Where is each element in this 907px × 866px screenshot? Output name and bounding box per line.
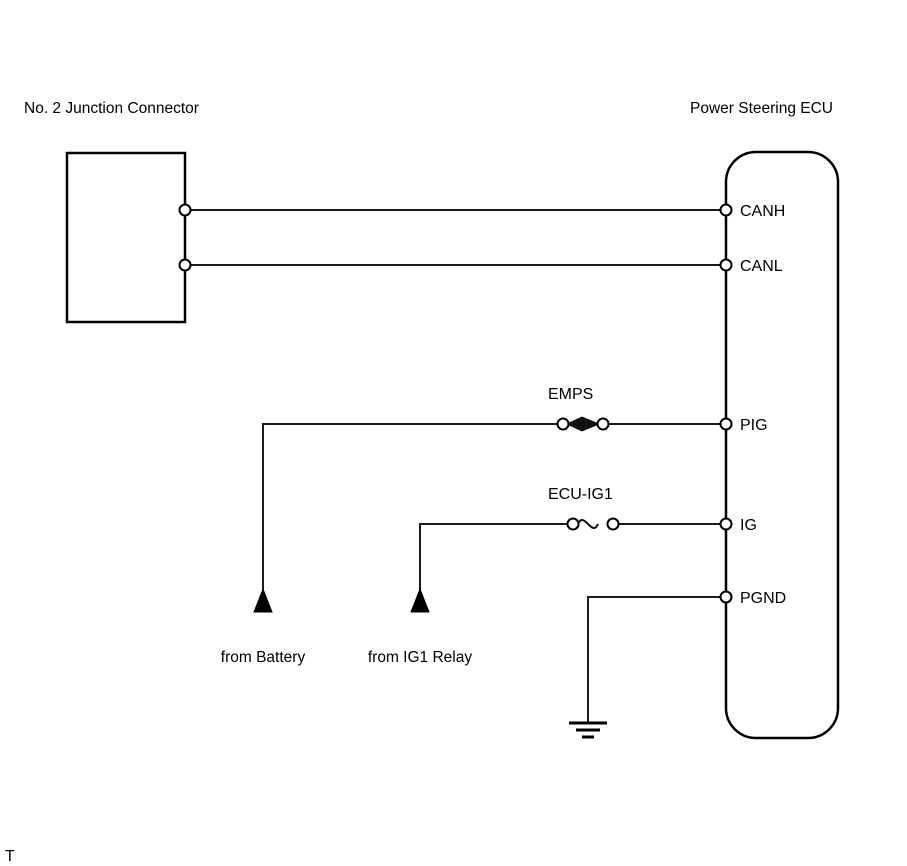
ecu-terminal-canh (719, 203, 733, 217)
source-arrow-ig1-relay (410, 587, 430, 613)
wire-pgnd (587, 596, 726, 723)
ecu-pin-label-pgnd: PGND (740, 590, 786, 607)
fuse-emps (556, 416, 610, 432)
ecu-terminal-pgnd (719, 590, 733, 604)
fuse-emps-label: EMPS (548, 386, 593, 403)
fuse-ecu-ig1 (566, 517, 620, 531)
junction-terminal-canh (178, 203, 192, 217)
fuse-emps-terminal-left (556, 417, 570, 431)
source-arrow-battery (253, 587, 273, 613)
junction-connector-title: No. 2 Junction Connector (24, 100, 199, 117)
wire-pig-left (262, 423, 563, 600)
ecu-pin-label-canh: CANH (740, 203, 785, 220)
ecu-pin-label-pig: PIG (740, 417, 768, 434)
corner-mark-text: T (5, 848, 15, 865)
ecu-terminal-ig (719, 517, 733, 531)
junction-connector-box (65, 151, 187, 324)
fuse-ecu-ig1-terminal-left (566, 517, 580, 531)
fuse-ecu-ig1-terminal-right (606, 517, 620, 531)
ecu-pin-label-ig: IG (740, 517, 757, 534)
fuse-emps-terminal-right (596, 417, 610, 431)
source-label-battery: from Battery (221, 649, 306, 666)
power-steering-ecu-title: Power Steering ECU (690, 100, 833, 117)
power-steering-ecu-box (724, 150, 840, 740)
ecu-pin-label-canl: CANL (740, 258, 783, 275)
fuse-ecu-ig1-label: ECU-IG1 (548, 486, 613, 503)
wire-ig-left (419, 523, 573, 600)
junction-terminal-canl (178, 258, 192, 272)
source-label-ig1-relay: from IG1 Relay (368, 649, 472, 666)
ground-symbol (569, 721, 607, 739)
ecu-terminal-pig (719, 417, 733, 431)
ecu-terminal-canl (719, 258, 733, 272)
